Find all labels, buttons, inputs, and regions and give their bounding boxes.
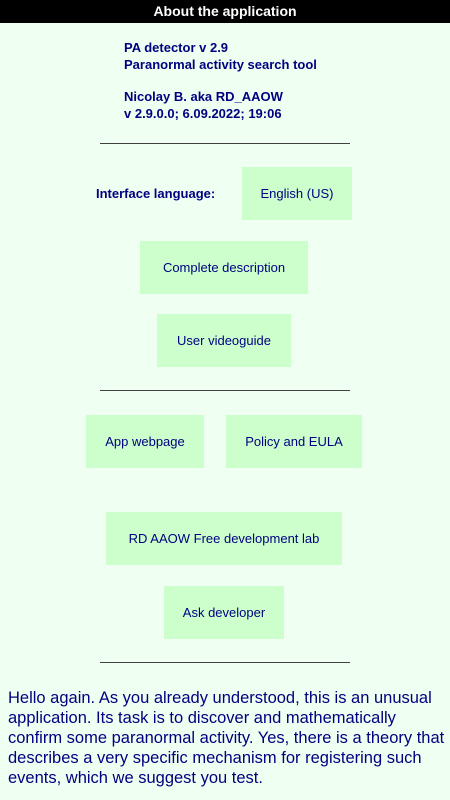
complete-description-label: Complete description [162,260,286,275]
page-title: About the application [153,3,297,19]
language-value: English (US) [260,186,334,201]
app-webpage-button[interactable]: App webpage [86,415,204,468]
ask-developer-label: Ask developer [182,605,266,620]
divider [100,662,350,663]
dev-lab-label: RD AAOW Free development lab [128,531,320,546]
user-videoguide-label: User videoguide [177,333,271,348]
app-info-block: PA detector v 2.9 Paranormal activity se… [124,39,317,122]
divider [100,390,350,391]
app-description: Hello again. As you already understood, … [8,689,445,787]
divider [100,143,350,144]
user-videoguide-button[interactable]: User videoguide [157,314,291,367]
policy-eula-label: Policy and EULA [245,434,343,449]
language-label: Interface language: [96,186,216,201]
page-title-bar: About the application [0,0,450,23]
app-subtitle: Paranormal activity search tool [124,57,317,72]
dev-lab-button[interactable]: RD AAOW Free development lab [106,512,342,565]
app-webpage-label: App webpage [105,434,185,449]
app-author: Nicolay B. aka RD_AAOW [124,89,283,104]
language-select-button[interactable]: English (US) [242,167,352,220]
complete-description-button[interactable]: Complete description [140,241,308,294]
ask-developer-button[interactable]: Ask developer [164,586,284,639]
policy-eula-button[interactable]: Policy and EULA [226,415,362,468]
app-name: PA detector v 2.9 [124,40,229,55]
app-version: v 2.9.0.0; 6.09.2022; 19:06 [124,106,282,121]
